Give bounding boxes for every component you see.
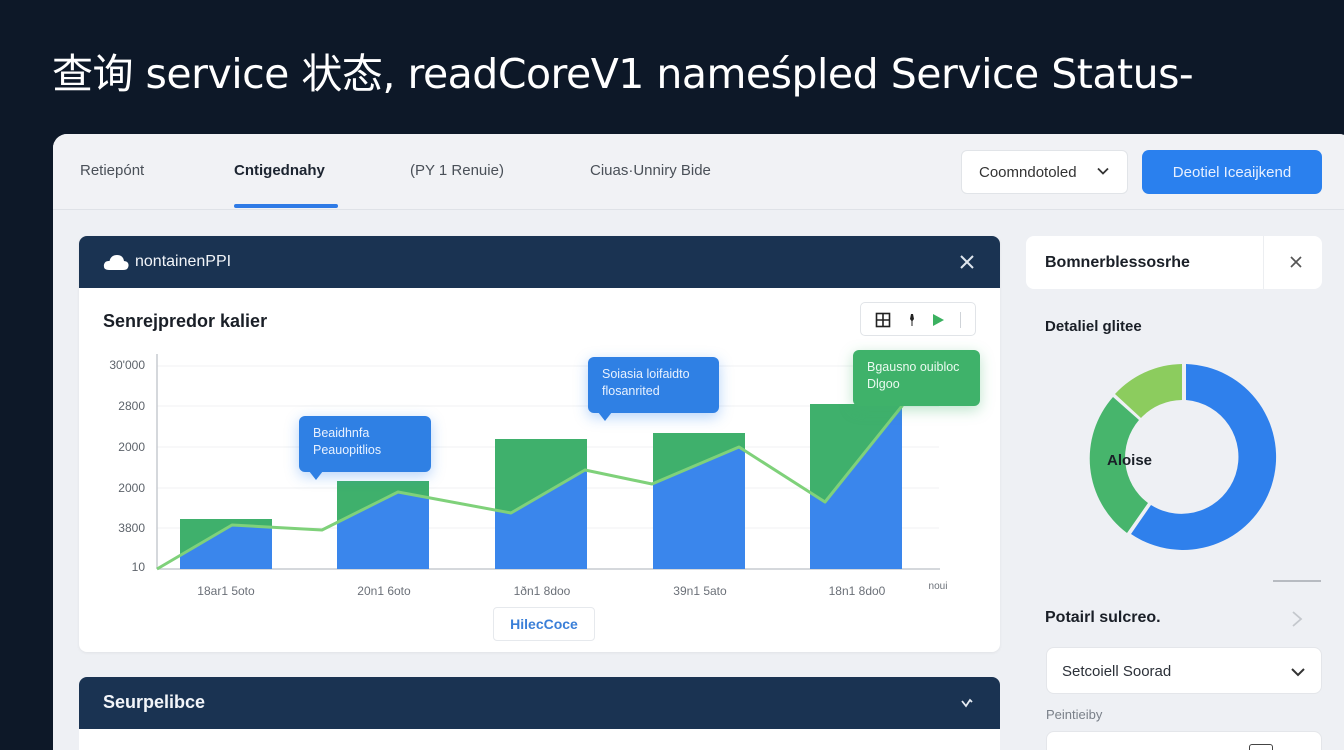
status-select[interactable]: Coomndotoled [961,150,1128,194]
chart-tooltip: Soiasia loifaidto flosanrited [588,357,719,421]
play-icon[interactable] [929,311,947,329]
top-navigation: Retiepónt Cntigednahy (PY 1 Renuie) Ciua… [53,134,1344,210]
active-tab-indicator [234,204,338,208]
tooltip-line: Dlgoo [867,377,900,391]
divider [1263,236,1264,289]
chevron-down-icon [1097,167,1109,175]
donut-segment-light-green[interactable] [1115,364,1182,418]
chart-toolbar [860,302,976,336]
x-tick: 18n1 8do0 [829,584,886,598]
primary-action-button[interactable]: Deotiel Iceaijkend [1142,150,1322,194]
y-tick: 2000 [118,481,145,495]
x-tick: 18ar1 5oto [197,584,255,598]
toolbar-divider [960,312,961,328]
chart-panel-title: nontainenPPI [135,253,232,270]
y-tick: 3800 [118,521,145,535]
tab-retiepont[interactable]: Retiepónt [80,162,145,179]
y-tick: 30'000 [109,358,145,372]
tooltip-tail [309,471,323,480]
close-icon[interactable] [958,253,976,271]
donut-segment-blue[interactable] [1131,364,1277,550]
services-panel-header[interactable]: Seurpelibce [79,677,1000,729]
services-panel: Seurpelibce [79,677,1000,750]
chart-panel-header: nontainenPPI [79,236,1000,288]
chevron-down-icon [1291,668,1305,677]
tab-cntigednahy[interactable]: Cntigednahy [234,162,325,179]
tab-py1-renuie[interactable]: (PY 1 Renuie) [410,162,504,179]
pin-icon[interactable] [903,311,921,329]
divider-line [1273,580,1321,582]
source-select[interactable]: Setcoiell Soorad [1046,647,1322,694]
chart-tooltip: Bgausno ouibloc Dlgoo [853,350,980,406]
checkbox[interactable] [1249,744,1273,750]
donut-chart [1089,364,1277,550]
page-title: 查询 service 状态, readCoreV1 nameśpled Serv… [52,50,1197,98]
y-tick: 10 [132,560,146,574]
tooltip-line: Bgausno ouibloc [867,360,960,374]
x-tick: 39n1 5ato [673,584,727,598]
section-heading: Potairl sulcreo. [1045,609,1161,626]
donut-segment-green[interactable] [1089,397,1148,533]
chevron-right-icon[interactable] [1290,609,1304,629]
tooltip-line: flosanrited [602,384,660,398]
side-info-card: Bomnerblessosrhe [1026,236,1322,289]
tooltip-line: Soiasia loifaidto [602,367,690,381]
chart-tooltip: Beaidhnfa Peauopitlios [299,416,431,480]
bar-line-chart: 10 3800 2000 2000 2800 30'000 [109,353,948,598]
field-label: Peintieiby [1046,707,1103,722]
tooltip-line: Beaidhnfa [313,426,370,440]
legend-button[interactable]: HilecCoce [493,607,595,641]
grid-icon[interactable] [874,311,892,329]
tooltip-line: Peauopitlios [313,443,382,457]
tooltip-tail [598,412,612,421]
status-select-value: Coomndotoled [979,163,1077,181]
tab-ciuas-unniry-bide[interactable]: Ciuas·Unniry Bide [590,162,711,179]
chart-panel: nontainenPPI Senrejpredor kalier [79,236,1000,652]
x-tick: 1ðn1 8doo [514,584,571,598]
close-icon[interactable] [1289,255,1303,269]
source-select-value: Setcoiell Soorad [1062,663,1172,680]
chevron-check-icon[interactable] [960,696,976,710]
donut-heading: Detaliel glitee [1045,318,1142,335]
x-tick: 20n1 6oto [357,584,411,598]
y-tick: 2800 [118,399,145,413]
services-panel-title: Seurpelibce [103,692,206,712]
app-window: Retiepónt Cntigednahy (PY 1 Renuie) Ciua… [53,134,1344,750]
x-axis-end-label: noui [929,581,948,592]
y-tick: 2000 [118,440,145,454]
donut-center-label: Aloise [1107,452,1153,469]
side-card-title: Bomnerblessosrhe [1045,254,1190,271]
chart-title: Senrejpredor kalier [103,311,268,331]
priority-input[interactable] [1046,731,1322,750]
cloud-icon [103,255,129,270]
